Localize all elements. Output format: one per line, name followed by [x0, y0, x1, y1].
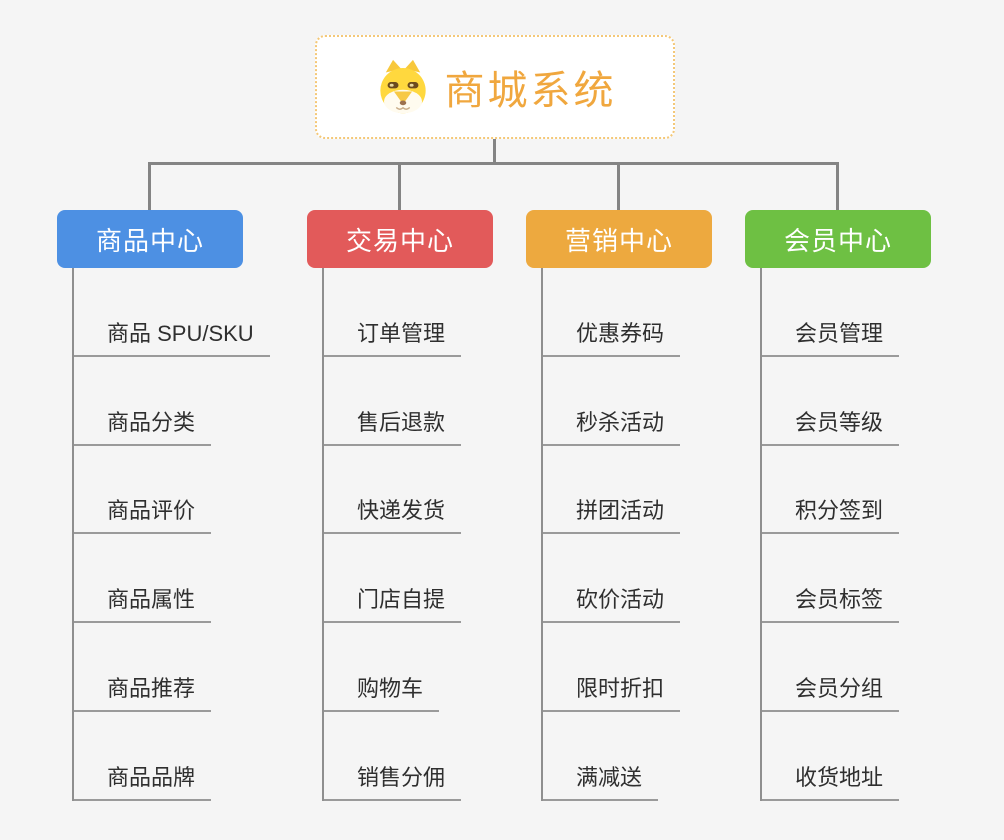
- branch-box-1[interactable]: 商品中心: [57, 210, 243, 268]
- connector-stem: [493, 139, 496, 163]
- mindmap-item-label[interactable]: 销售分佣: [324, 760, 462, 801]
- mindmap-item-label[interactable]: 商品 SPU/SKU: [74, 316, 270, 357]
- branch-items-trunk: 商品 SPU/SKU 商品分类商品评价商品属性商品推荐商品品牌: [72, 268, 270, 801]
- mindmap-item: 限时折扣: [543, 623, 681, 712]
- branch-items-trunk: 优惠券码秒杀活动拼团活动砍价活动限时折扣满减送: [541, 268, 681, 801]
- branch-box-3[interactable]: 营销中心: [526, 210, 712, 268]
- mindmap-item: 积分签到: [762, 446, 900, 535]
- mindmap-item-label[interactable]: 商品分类: [74, 405, 212, 446]
- mindmap-item: 商品分类: [74, 357, 270, 446]
- branch: 会员中心 会员管理会员等级积分签到会员标签会员分组收货地址: [745, 210, 931, 801]
- mindmap-item: 商品属性: [74, 534, 270, 624]
- mindmap-item-label[interactable]: 订单管理: [324, 316, 462, 357]
- branch: 营销中心 优惠券码秒杀活动拼团活动砍价活动限时折扣满减送: [526, 210, 712, 801]
- connector-drop-2: [398, 163, 401, 211]
- mindmap-item: 拼团活动: [543, 446, 681, 535]
- mindmap-item-label[interactable]: 满减送: [543, 760, 659, 801]
- mindmap-item: 商品推荐: [74, 623, 270, 712]
- mindmap-item: 商品品牌: [74, 712, 270, 801]
- doge-icon: [379, 59, 426, 114]
- root-node[interactable]: 商城系统: [315, 35, 675, 139]
- mindmap-item: 销售分佣: [324, 712, 462, 801]
- mindmap-item: 收货地址: [762, 712, 900, 801]
- connector-drop-4: [836, 163, 839, 211]
- branch-label: 会员中心: [783, 225, 892, 256]
- mindmap-item-label[interactable]: 快递发货: [324, 493, 462, 535]
- mindmap-item: 购物车: [324, 623, 461, 712]
- mindmap-item: 售后退款: [324, 357, 462, 446]
- mindmap-item: 会员等级: [762, 357, 900, 446]
- mindmap-item: 会员标签: [762, 534, 900, 624]
- mindmap-item-label[interactable]: 门店自提: [324, 582, 462, 624]
- mindmap-item-label[interactable]: 商品属性: [74, 582, 212, 624]
- mindmap-item-label[interactable]: 售后退款: [324, 405, 462, 446]
- mindmap-item: 门店自提: [324, 534, 462, 624]
- mindmap-item: 满减送: [543, 712, 680, 801]
- branch-items-trunk: 会员管理会员等级积分签到会员标签会员分组收货地址: [760, 268, 900, 801]
- mindmap-item: 会员分组: [762, 623, 900, 712]
- branch-label: 交易中心: [345, 225, 454, 256]
- mindmap-item-label[interactable]: 商品品牌: [74, 760, 212, 801]
- branch: 交易中心 订单管理售后退款快递发货门店自提购物车销售分佣: [307, 210, 493, 801]
- mindmap-item-label[interactable]: 收货地址: [762, 760, 900, 801]
- connector-drop-1: [148, 163, 151, 211]
- mindmap-item: 订单管理: [324, 268, 462, 357]
- mindmap-item-label[interactable]: 限时折扣: [543, 671, 681, 712]
- branch-label: 商品中心: [95, 225, 204, 256]
- mindmap-item-label[interactable]: 会员等级: [762, 405, 900, 446]
- mindmap-item-label[interactable]: 商品评价: [74, 493, 212, 535]
- mindmap-item-label[interactable]: 会员分组: [762, 671, 900, 712]
- mindmap-item-label[interactable]: 秒杀活动: [543, 405, 681, 446]
- branch: 商品中心 商品 SPU/SKU 商品分类商品评价商品属性商品推荐商品品牌: [57, 210, 270, 801]
- mindmap-item-label[interactable]: 会员管理: [762, 316, 900, 357]
- mindmap-item: 商品评价: [74, 446, 270, 535]
- connector-rail: [148, 162, 839, 165]
- mindmap-item: 会员管理: [762, 268, 900, 357]
- branch-box-2[interactable]: 交易中心: [307, 210, 493, 268]
- mindmap-item: 商品 SPU/SKU: [74, 268, 270, 357]
- root-title: 商城系统: [444, 69, 617, 113]
- connector-drop-3: [617, 163, 620, 211]
- branch-label: 营销中心: [564, 225, 673, 256]
- mindmap-item-label[interactable]: 购物车: [324, 671, 440, 712]
- mindmap-item-label[interactable]: 会员标签: [762, 582, 900, 624]
- mindmap-item: 砍价活动: [543, 534, 681, 624]
- mindmap-item-label[interactable]: 砍价活动: [543, 582, 681, 624]
- mindmap-item: 优惠券码: [543, 268, 681, 357]
- branch-items-trunk: 订单管理售后退款快递发货门店自提购物车销售分佣: [322, 268, 462, 801]
- mindmap-item-label[interactable]: 拼团活动: [543, 493, 681, 535]
- mindmap-item-label[interactable]: 商品推荐: [74, 671, 212, 712]
- mindmap-item: 快递发货: [324, 446, 462, 535]
- branch-box-4[interactable]: 会员中心: [745, 210, 931, 268]
- mindmap-item: 秒杀活动: [543, 357, 681, 446]
- mindmap-item-label[interactable]: 积分签到: [762, 493, 900, 535]
- mindmap-item-label[interactable]: 优惠券码: [543, 316, 681, 357]
